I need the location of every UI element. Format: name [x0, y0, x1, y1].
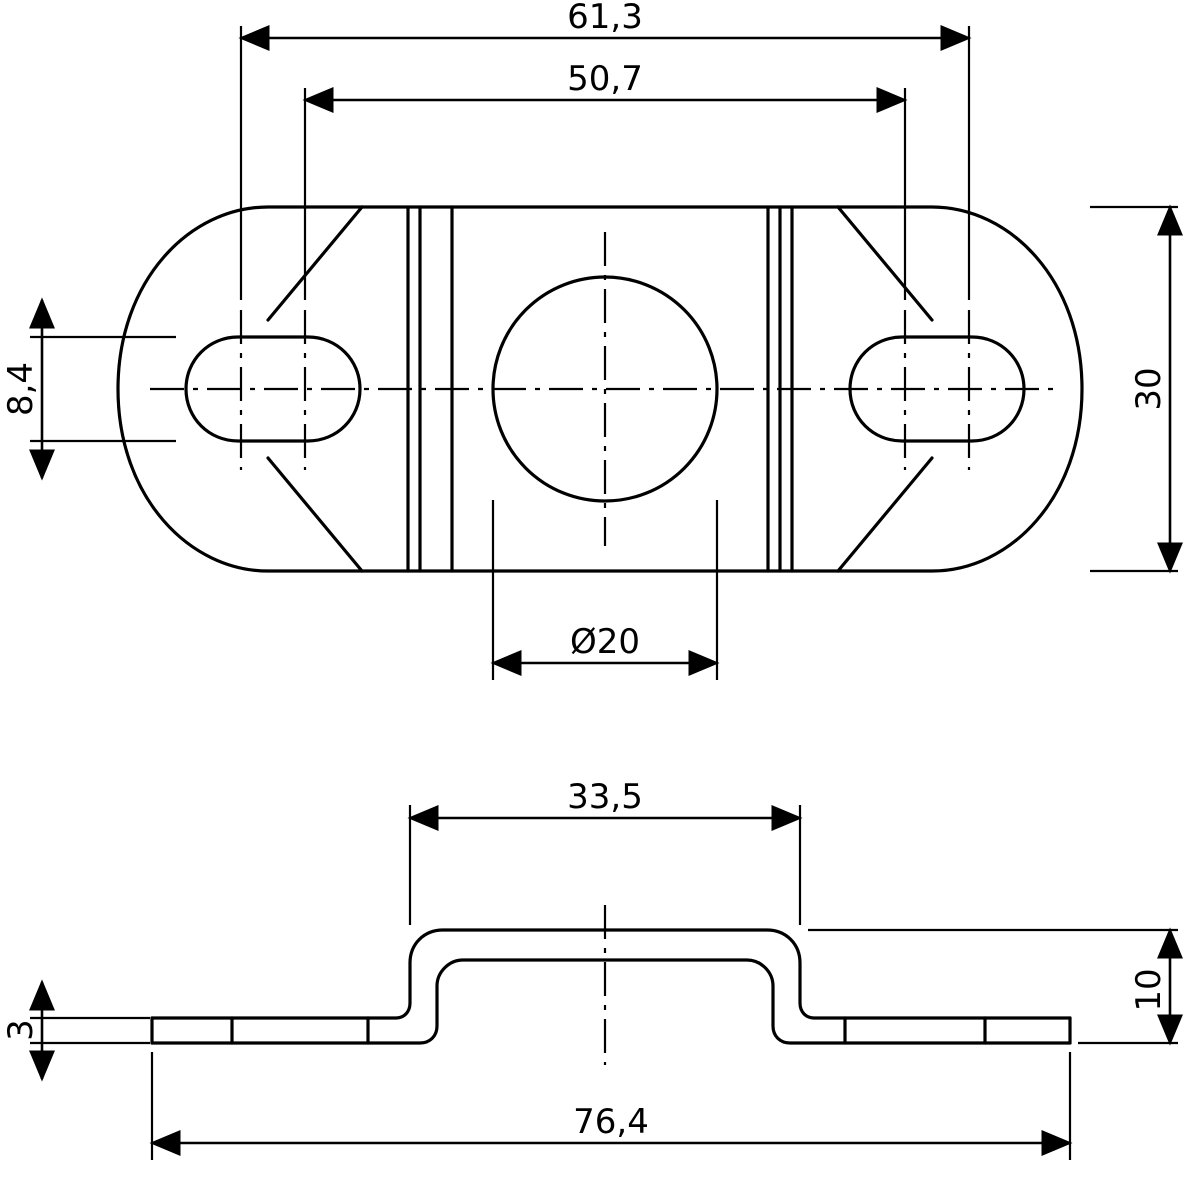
dim-hole-center-span: 50,7	[567, 59, 643, 99]
front-view-dimension-labels: 33,5 10 3 76,4	[1, 777, 1169, 1142]
top-view-dimension-labels: 61,3 50,7 30 8,4 Ø20	[1, 0, 1169, 662]
dim-raised-section-height: 10	[1129, 968, 1169, 1011]
top-view-extension-lines	[30, 26, 1178, 680]
dim-overall-width-top: 61,3	[567, 0, 643, 37]
right-slot	[848, 335, 1026, 443]
dim-overall-length-front: 76,4	[573, 1102, 649, 1142]
dim-raised-section-width: 33,5	[567, 777, 643, 817]
top-view-dimension-lines	[29, 25, 1183, 676]
dim-part-height-top: 30	[1129, 367, 1169, 410]
dim-slot-height: 8,4	[1, 362, 41, 416]
dim-center-hole-diameter: Ø20	[570, 622, 640, 662]
dim-plate-thickness: 3	[1, 1019, 41, 1041]
top-view-outline	[116, 205, 1084, 573]
front-view-outline	[150, 928, 1072, 1045]
top-view-center-lines	[150, 232, 1060, 546]
left-slot	[184, 335, 362, 443]
front-view-dimension-lines	[29, 805, 1183, 1156]
